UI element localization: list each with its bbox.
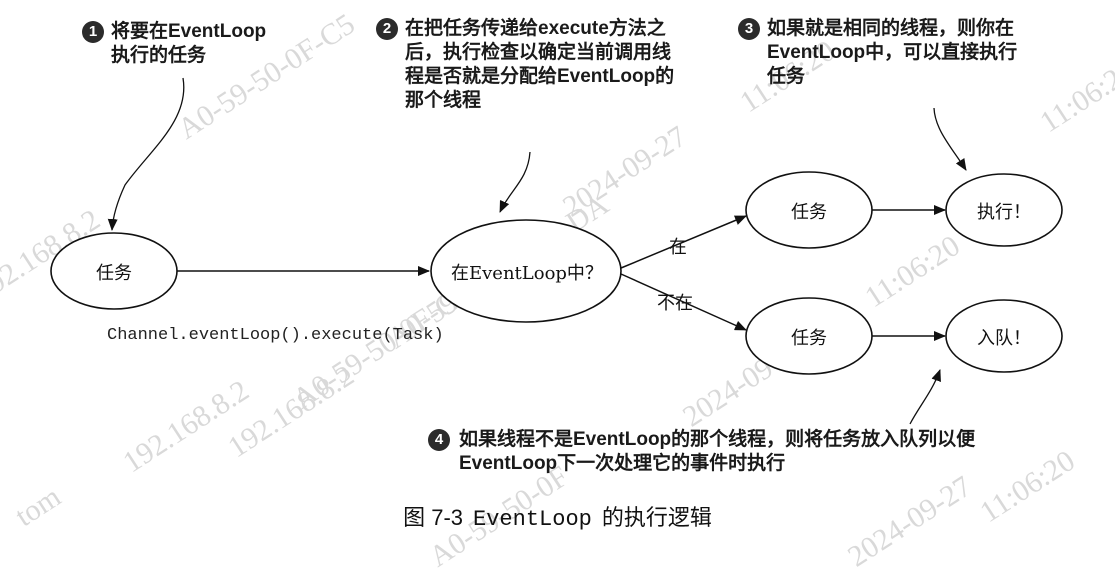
edge-yes-label: 在 xyxy=(669,237,687,258)
caption-mono: EventLoop xyxy=(473,507,592,532)
note-3-line: 任务 xyxy=(767,66,806,87)
callout-3-pointer xyxy=(933,107,967,171)
diagram xyxy=(50,77,1063,425)
code-label: Channel.eventLoop().execute(Task) xyxy=(107,326,444,345)
note-4-line: 如果线程不是EventLoop的那个线程，则将任务放入队列以便 xyxy=(459,429,976,450)
node-enqueue xyxy=(945,299,1063,373)
note-1-badge: 1 xyxy=(82,21,104,43)
note-2: 在把任务传递给execute方法之 后，执行检查以确定当前调用线 程是否就是分配… xyxy=(405,17,674,113)
note-3-badge: 3 xyxy=(738,18,760,40)
edge-check-to-no xyxy=(620,273,747,331)
node-execute xyxy=(945,173,1063,247)
note-4: 如果线程不是EventLoop的那个线程，则将任务放入队列以便 EventLoo… xyxy=(459,428,975,476)
callout-1-pointer xyxy=(107,77,185,231)
note-2-badge: 2 xyxy=(376,18,398,40)
edge-check-to-yes xyxy=(620,215,747,269)
note-2-line: 后，执行检查以确定当前调用线 xyxy=(405,42,672,63)
note-2-line: 程是否就是分配给EventLoop的 xyxy=(405,66,675,87)
note-3-line: EventLoop中，可以直接执行 xyxy=(767,42,1018,63)
node-enqueue-label: 入队！ xyxy=(977,328,1031,349)
node-task-yes-label: 任务 xyxy=(791,202,827,223)
note-4-line: EventLoop下一次处理它的事件时执行 xyxy=(459,453,786,474)
node-execute-label: 执行！ xyxy=(977,202,1031,223)
note-1: 将要在EventLoop 执行的任务 xyxy=(111,20,266,68)
note-3: 如果就是相同的线程，则你在 EventLoop中，可以直接执行 任务 xyxy=(767,17,1017,89)
node-task-start-label: 任务 xyxy=(96,263,132,284)
callout-4-pointer xyxy=(909,369,941,425)
note-2-line: 在把任务传递给execute方法之 xyxy=(405,18,666,39)
note-1-line: 执行的任务 xyxy=(111,45,207,66)
caption-suffix: 的执行逻辑 xyxy=(601,505,712,530)
figure-caption: 图 7-3 EventLoop 的执行逻辑 xyxy=(0,500,1115,532)
note-3-line: 如果就是相同的线程，则你在 xyxy=(767,18,1015,39)
node-task-no-label: 任务 xyxy=(791,328,827,349)
caption-prefix: 图 7-3 xyxy=(403,505,464,530)
edge-no-label: 不在 xyxy=(657,293,693,314)
callout-2-pointer xyxy=(499,151,531,213)
note-2-line: 那个线程 xyxy=(405,90,482,111)
note-4-badge: 4 xyxy=(428,429,450,451)
note-1-line: 将要在EventLoop xyxy=(111,21,267,42)
node-check-label: 在EventLoop中？ xyxy=(451,263,603,284)
node-check xyxy=(430,219,622,323)
